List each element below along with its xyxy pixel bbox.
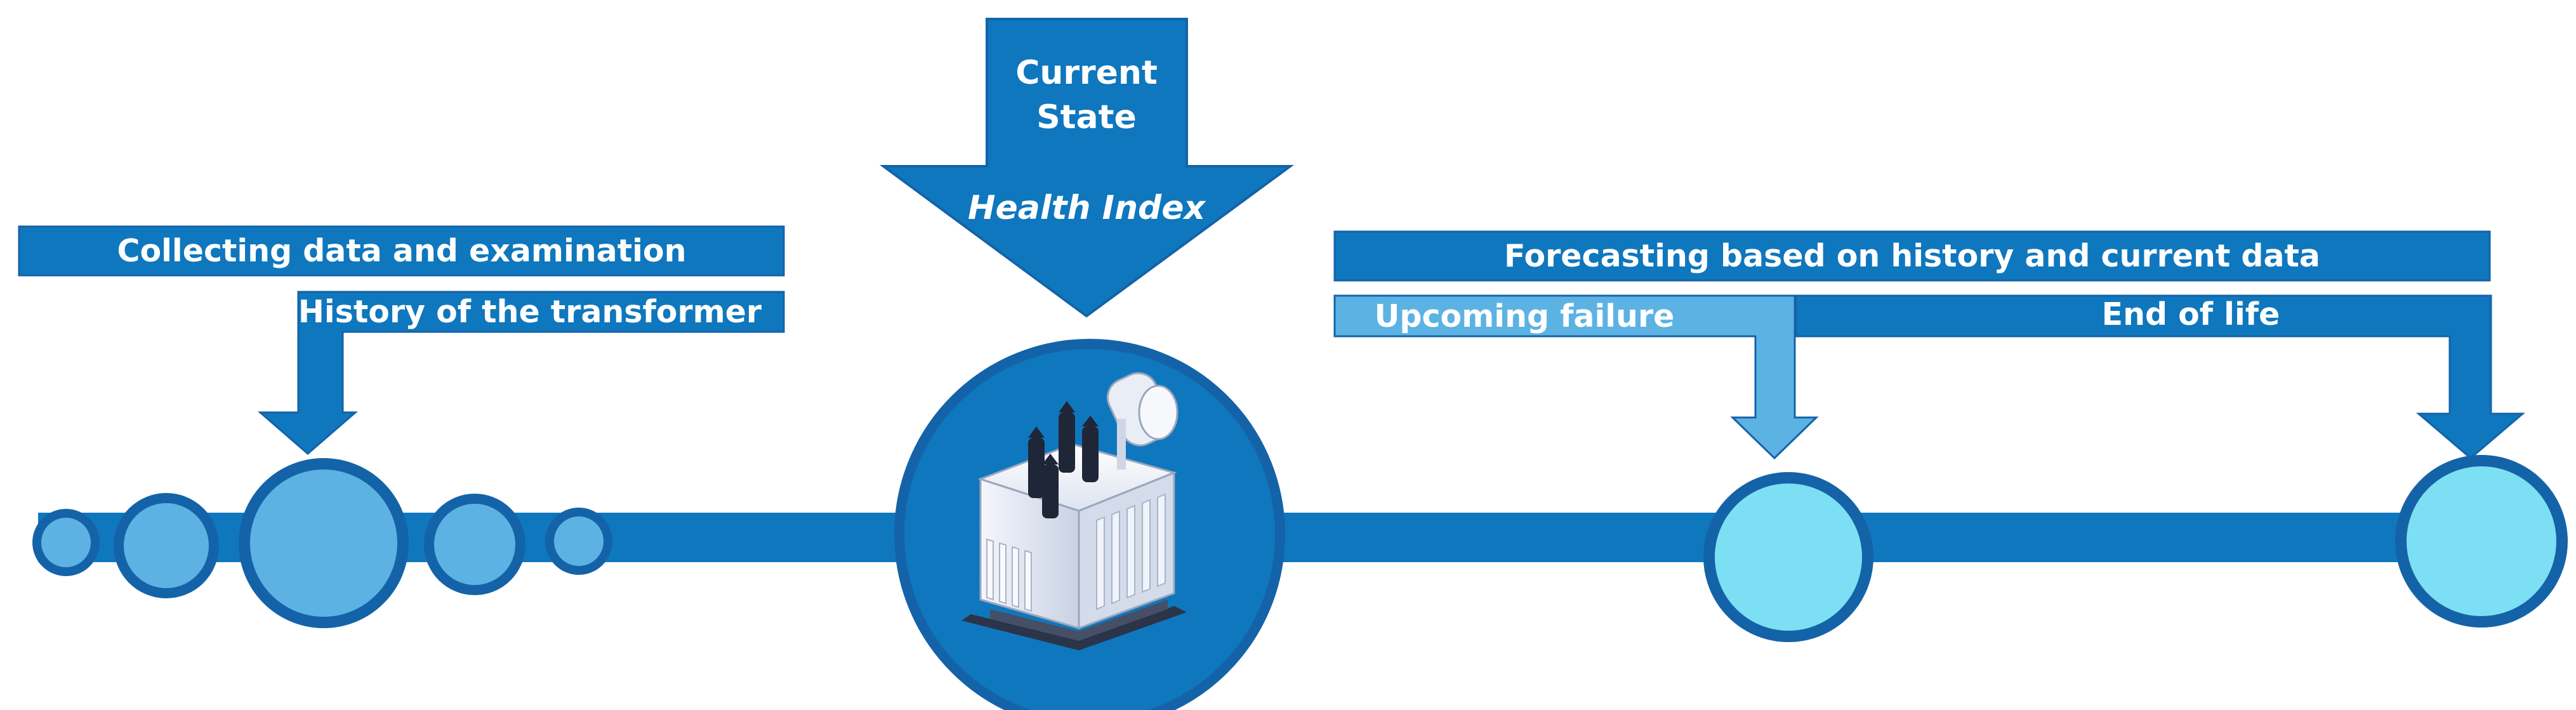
collecting-data-banner bbox=[18, 225, 785, 277]
transformer-icon bbox=[961, 372, 1187, 650]
history-circle-5 bbox=[545, 508, 612, 575]
forecasting-section: Forecasting based on history and current… bbox=[1333, 230, 2526, 460]
current-state-arrow bbox=[879, 18, 1295, 318]
forecasting-label: Forecasting based on history and current… bbox=[1504, 238, 2320, 274]
end-of-life-label: End of life bbox=[2102, 296, 2280, 332]
current-state-label-line2: State bbox=[1036, 98, 1137, 136]
collecting-data-section: Collecting data and examination History … bbox=[18, 225, 785, 455]
end-of-life-arrow bbox=[1795, 294, 2526, 459]
upcoming-failure-circle bbox=[1703, 472, 1873, 642]
history-circle-2 bbox=[114, 493, 219, 598]
current-state-label-line1: Current bbox=[1015, 54, 1158, 92]
history-arrow bbox=[257, 291, 785, 455]
history-circle-1 bbox=[32, 509, 100, 576]
forecasting-banner bbox=[1333, 230, 2491, 282]
current-state-section: Current State Health Index bbox=[879, 18, 1295, 318]
collecting-data-label: Collecting data and examination bbox=[117, 233, 687, 269]
timeline-bar bbox=[38, 513, 2551, 562]
end-of-life-circle bbox=[2395, 455, 2568, 628]
history-circle-4 bbox=[424, 494, 525, 595]
upcoming-failure-label: Upcoming failure bbox=[1375, 298, 1675, 334]
history-circles bbox=[32, 458, 612, 628]
upcoming-failure-arrow bbox=[1333, 294, 1819, 460]
history-circle-3 bbox=[239, 458, 409, 628]
health-index-label: Health Index bbox=[968, 189, 1206, 227]
transformer-node bbox=[894, 339, 1285, 710]
history-label: History of the transformer bbox=[298, 294, 762, 330]
